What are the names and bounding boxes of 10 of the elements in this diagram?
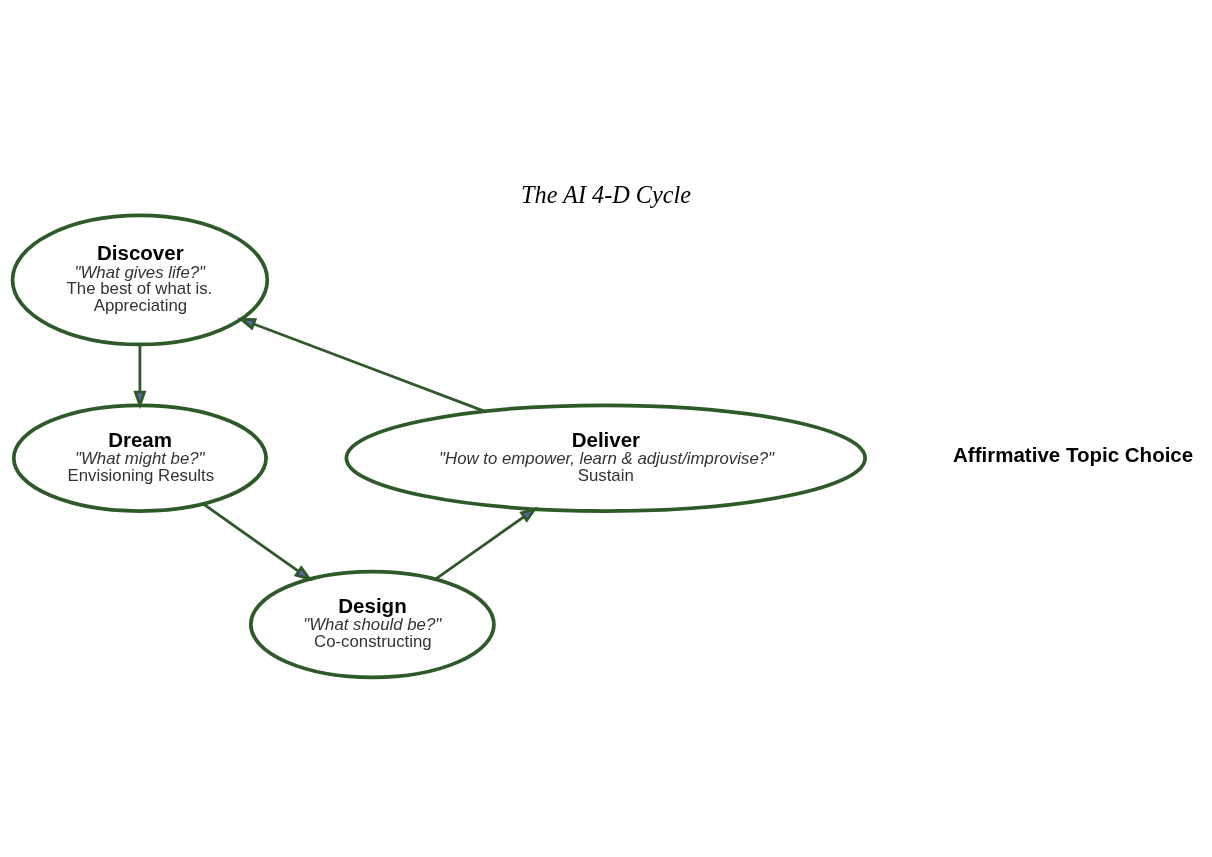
label: Affirmative Topic Choice bbox=[953, 442, 1194, 466]
arrow bbox=[237, 317, 486, 413]
node-ellipse: Dream "What might be?" Envisioning Results bbox=[11, 402, 268, 513]
arrow bbox=[202, 502, 313, 581]
node-ellipse: Design "What should be?" Co-constructing bbox=[248, 569, 496, 679]
node-ellipse: Discover "What gives life?" The best of what is. Appreciating bbox=[10, 213, 270, 346]
arrow bbox=[133, 344, 147, 409]
arrow bbox=[434, 506, 539, 580]
node-ellipse: Deliver "How to empower, learn & adjust/improvise?" Sustain bbox=[344, 402, 867, 513]
diagram-title: The AI 4-D Cycle bbox=[521, 180, 692, 208]
